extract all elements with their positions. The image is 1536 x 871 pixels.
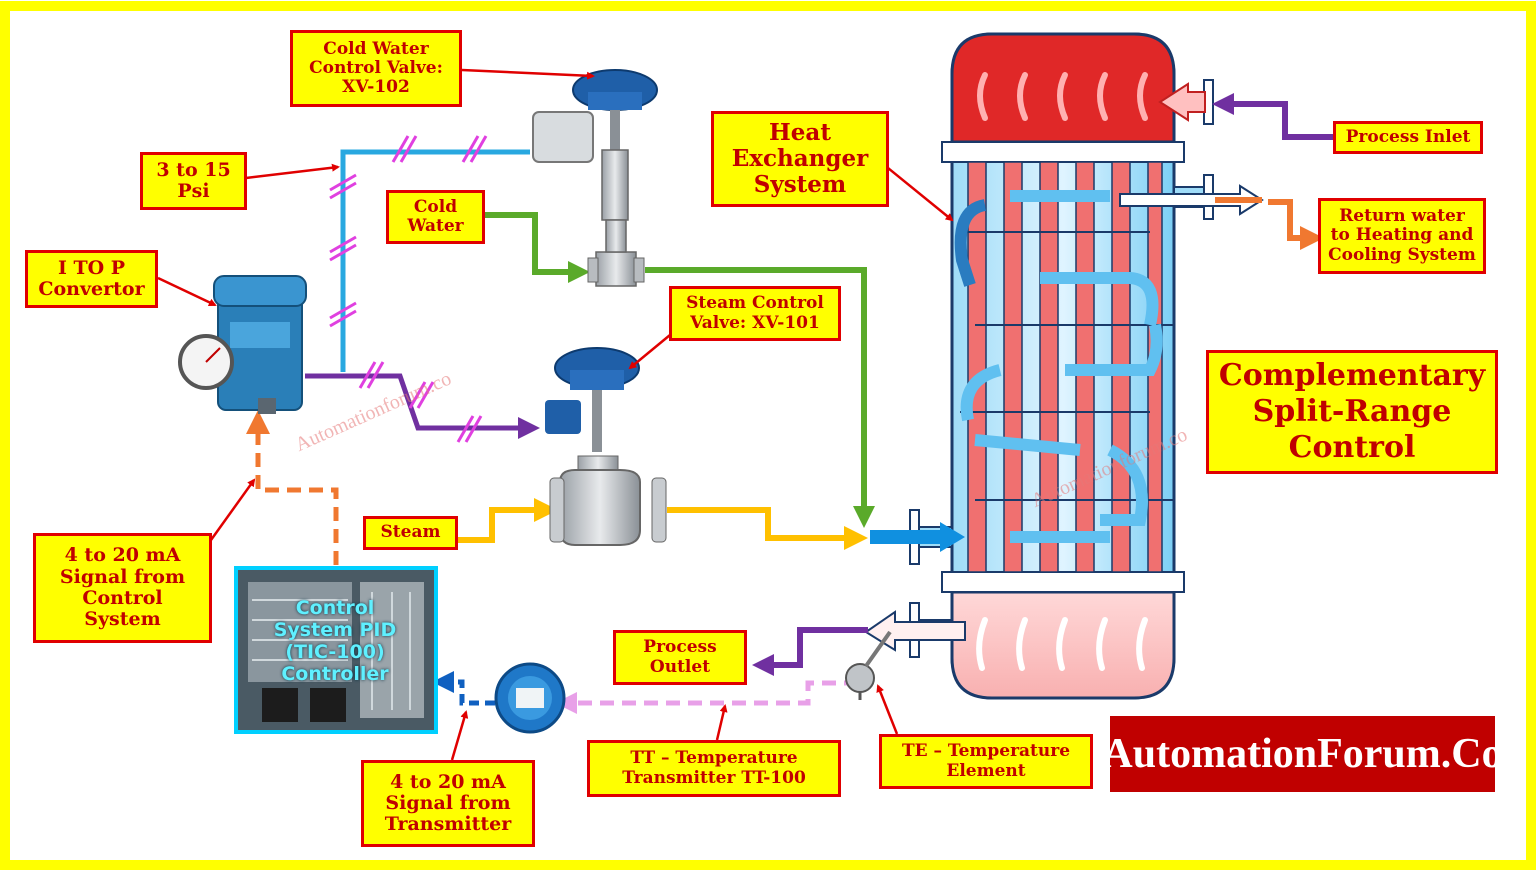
label-heat-exchanger: Heat Exchanger System [711, 111, 889, 207]
controller-cabinet [234, 566, 438, 734]
label-temperature-element: TE – Temperature Element [879, 734, 1093, 789]
brand-logo: AutomationForum.Co [1102, 716, 1503, 792]
label-steam-valve: Steam Control Valve: XV-101 [669, 286, 841, 341]
label-steam: Steam [363, 516, 458, 550]
label-temperature-transmitter: TT – Temperature Transmitter TT-100 [587, 740, 841, 797]
label-psi: 3 to 15 Psi [140, 152, 247, 210]
heat-exchanger [864, 32, 1264, 700]
steam-valve [545, 347, 667, 546]
label-process-inlet: Process Inlet [1333, 121, 1483, 154]
label-signal-from-control: 4 to 20 mA Signal from Control System [33, 533, 212, 643]
label-cold-water-valve: Cold Water Control Valve: XV-102 [290, 30, 462, 107]
controller-label: Control System PID (TIC-100) Controller [273, 597, 397, 685]
label-return-water: Return water to Heating and Cooling Syst… [1318, 198, 1486, 274]
diagram-title: Complementary Split-Range Control [1206, 350, 1498, 474]
label-cold-water: Cold Water [386, 190, 485, 244]
cold-water-valve [532, 69, 658, 287]
temperature-element [845, 630, 892, 700]
label-i-to-p-convertor: I TO P Convertor [25, 250, 158, 308]
label-process-outlet: Process Outlet [613, 630, 747, 685]
label-signal-from-transmitter: 4 to 20 mA Signal from Transmitter [361, 760, 535, 847]
i-to-p-converter [178, 275, 307, 414]
temperature-transmitter [494, 662, 566, 734]
